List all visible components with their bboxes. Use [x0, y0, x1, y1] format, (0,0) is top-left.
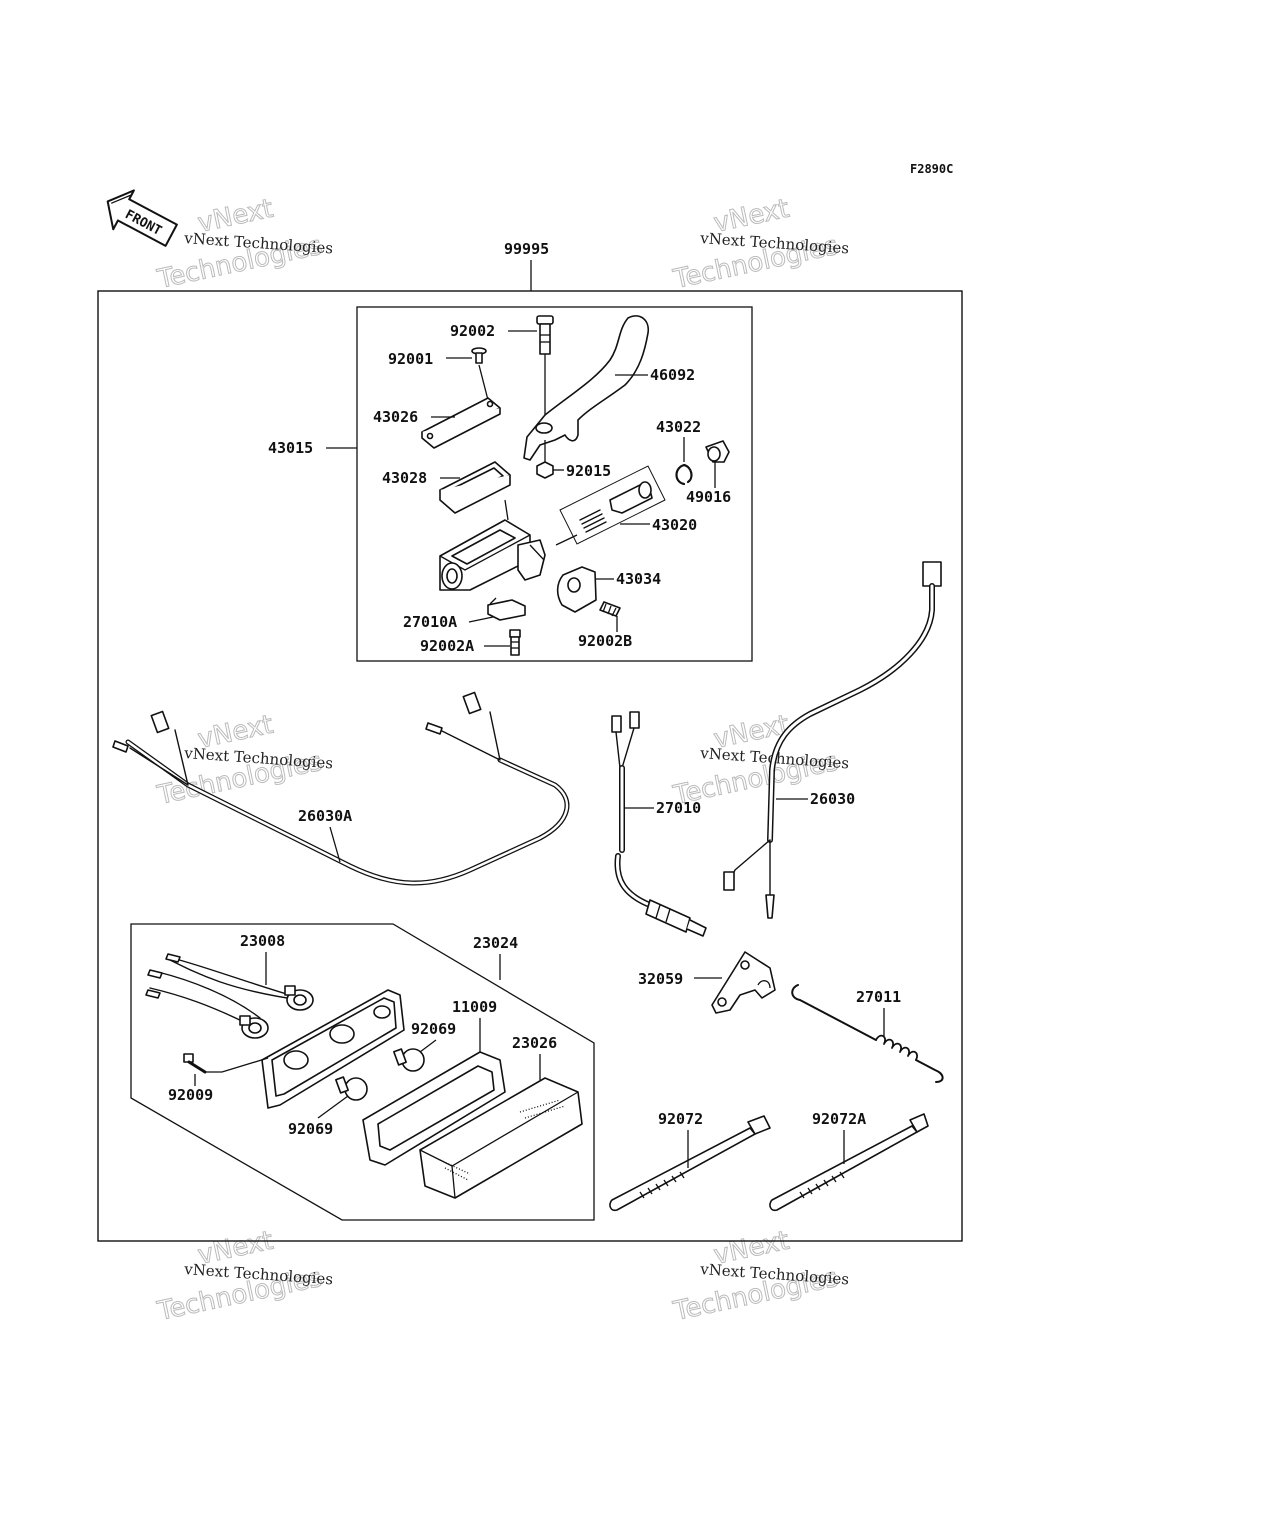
lever-46092 [523, 315, 650, 461]
label-92002A: 92002A [420, 637, 474, 655]
kit-box [97, 290, 963, 1242]
socket-harness-23008 [145, 953, 314, 1039]
master-cylinder-body [439, 499, 546, 591]
circlip-43022 [675, 437, 693, 486]
label-43022: 43022 [656, 418, 701, 436]
bolt-92002B [599, 601, 621, 632]
label-92069-lower: 92069 [288, 1120, 333, 1138]
label-92002B: 92002B [578, 632, 632, 650]
harness-26030 [723, 561, 942, 919]
cap-43026 [421, 397, 501, 449]
nut-92015 [536, 440, 554, 479]
front-arrow-icon: FRONT [106, 189, 178, 247]
label-92069-upper: 92069 [411, 1020, 456, 1038]
bulb-92069-upper [393, 1048, 425, 1072]
boot-49016 [705, 440, 730, 488]
screw-92002A [509, 629, 521, 656]
label-23008: 23008 [240, 932, 285, 950]
label-27011: 27011 [856, 988, 901, 1006]
tail-light-box [130, 923, 595, 1221]
label-92009: 92009 [168, 1086, 213, 1104]
piston-kit-43020 [555, 465, 666, 546]
label-11009: 11009 [452, 998, 497, 1016]
label-43028: 43028 [382, 469, 427, 487]
label-26030: 26030 [810, 790, 855, 808]
screw-92009 [183, 1053, 269, 1074]
switch-27010 [611, 711, 707, 937]
screw-92001 [471, 347, 489, 401]
label-46092: 46092 [650, 366, 695, 384]
harness-26030A [112, 691, 570, 886]
label-43034: 43034 [616, 570, 661, 588]
label-23026: 23026 [512, 1034, 557, 1052]
label-99995: 99995 [504, 240, 549, 258]
label-32059: 32059 [638, 970, 683, 988]
watermark-top-left: vNext Technologies vNext Technologies [154, 193, 334, 295]
label-43020: 43020 [652, 516, 697, 534]
label-26030A: 26030A [298, 807, 352, 825]
cable-tie-92072A [769, 1113, 929, 1212]
label-92072A: 92072A [812, 1110, 866, 1128]
lens-23026 [419, 1077, 583, 1199]
master-cylinder-box [356, 306, 753, 662]
label-43026: 43026 [373, 408, 418, 426]
watermark-top-right: vNext Technologies vNext Technologies [670, 193, 850, 295]
label-92001: 92001 [388, 350, 433, 368]
cable-tie-92072 [609, 1115, 771, 1212]
diaphragm-43028 [439, 461, 511, 514]
tail-light-housing [261, 989, 405, 1109]
label-23024: 23024 [473, 934, 518, 952]
label-92002: 92002 [450, 322, 495, 340]
label-43015: 43015 [268, 439, 313, 457]
label-92015: 92015 [566, 462, 611, 480]
label-27010: 27010 [656, 799, 701, 817]
label-27010A: 27010A [403, 613, 457, 631]
switch-27010A [487, 597, 526, 621]
label-49016: 49016 [686, 488, 731, 506]
clamp-43034 [556, 566, 597, 613]
watermark-mid-left: vNext Technologies vNext Technologies [154, 709, 334, 811]
spring-27011 [791, 984, 944, 1083]
label-92072: 92072 [658, 1110, 703, 1128]
diagram-code: F2890C [910, 162, 953, 176]
bulb-92069-lower [335, 1076, 368, 1101]
bracket-32059 [711, 951, 776, 1014]
